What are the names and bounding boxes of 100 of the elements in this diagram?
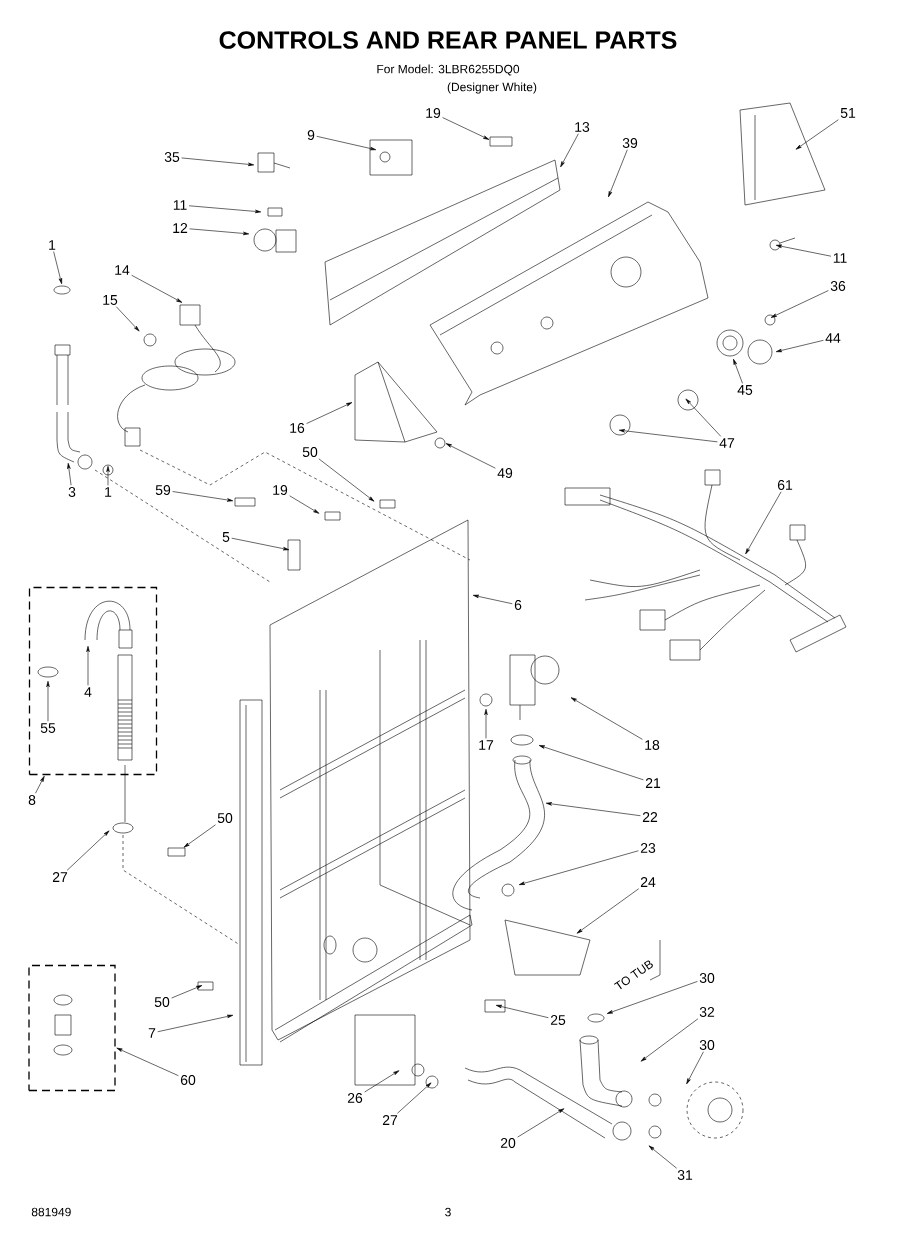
leader-line (67, 462, 72, 486)
leader-line (231, 537, 290, 551)
callout-number: 59 (155, 485, 171, 495)
callout-number: 31 (677, 1170, 693, 1180)
callout-number: 14 (115, 265, 130, 275)
callout-number: 50 (154, 997, 170, 1007)
callout-number: 51 (840, 108, 856, 118)
callout-number: 21 (645, 778, 661, 788)
dashed-group-box (28, 586, 158, 776)
callout-number: 50 (302, 447, 318, 457)
callout-number: 17 (479, 740, 494, 750)
callout-number: 47 (719, 438, 735, 448)
leader-line (397, 1082, 432, 1114)
callout-number: 61 (777, 480, 793, 490)
leader-line (46, 680, 50, 722)
callout-number: 19 (426, 108, 441, 118)
callout-number: 4 (84, 687, 92, 697)
callout-number: 9 (307, 130, 315, 140)
leader-line (648, 1145, 677, 1169)
leader-line (86, 645, 90, 686)
leader-line (775, 340, 824, 353)
callout-number: 19 (273, 485, 288, 495)
callout-number: 1 (105, 487, 112, 497)
leader-line (770, 290, 829, 318)
callout-number: 30 (699, 1040, 715, 1050)
callout-number: 8 (28, 795, 36, 805)
callout-number: 16 (290, 423, 305, 433)
leader-line (66, 830, 110, 871)
leader-line (517, 1108, 565, 1138)
leader-line (576, 888, 640, 934)
leader-line (445, 443, 496, 469)
leader-line (171, 985, 203, 999)
leader-line (472, 594, 513, 605)
callout-number: 7 (148, 1028, 156, 1038)
callout-number: 13 (575, 122, 590, 132)
callout-number: 22 (642, 812, 658, 822)
callout-number: 27 (382, 1115, 398, 1125)
model-caption: (Designer White) (447, 82, 537, 94)
leader-line (518, 850, 639, 885)
leader-line (442, 117, 490, 140)
leader-line (172, 491, 234, 502)
leader-line (115, 306, 140, 332)
callout-number: 11 (173, 200, 187, 210)
callout-number: 24 (640, 877, 656, 887)
leader-line (795, 119, 839, 150)
leader-line (183, 824, 216, 848)
leader-line (157, 1014, 234, 1033)
drawing-number: 881949 (31, 1207, 71, 1217)
callout-number: 60 (180, 1075, 196, 1085)
leader-line (685, 398, 722, 437)
callout-number: 20 (500, 1138, 516, 1148)
leader-line (188, 205, 262, 214)
callout-number: 15 (103, 295, 118, 305)
callout-number: 27 (52, 872, 68, 882)
callout-number: 35 (164, 152, 180, 162)
callout-number: 11 (833, 253, 847, 263)
dashed-group-box (28, 964, 116, 1092)
callout-number: 50 (217, 813, 233, 823)
leader-line (181, 157, 255, 167)
leader-line (189, 228, 250, 236)
leader-line (538, 745, 644, 781)
callout-number: 49 (497, 468, 513, 478)
callout-number: 44 (825, 333, 841, 343)
leader-line (131, 274, 183, 303)
callout-number: 55 (40, 723, 56, 733)
callout-number: 26 (347, 1093, 363, 1103)
callout-number: 45 (737, 385, 753, 395)
callout-number: 25 (550, 1015, 566, 1025)
callout-number: 18 (645, 740, 660, 750)
leader-line (495, 1004, 549, 1019)
leader-line (775, 244, 832, 257)
leader-line (608, 149, 628, 198)
callout-number: 3 (68, 487, 76, 497)
callout-number: 39 (622, 138, 638, 148)
leader-line (618, 429, 718, 443)
page-number: 3 (445, 1207, 451, 1217)
leader-line (733, 358, 743, 384)
callout-number: 32 (699, 1007, 715, 1017)
leader-line (570, 697, 643, 740)
leader-line (484, 708, 488, 739)
edge-note: TO TUB (613, 960, 653, 990)
model-caption: For Model: 3LBR6255DQ0 (377, 64, 520, 76)
leader-line (306, 402, 353, 424)
leader-line (116, 1047, 179, 1076)
callout-number: 5 (222, 532, 230, 542)
leader-line (364, 1070, 400, 1093)
callout-number: 12 (173, 223, 188, 233)
title: CONTROLS AND REAR PANEL PARTS (219, 31, 677, 49)
callout-number: 23 (640, 843, 656, 853)
leader-line (289, 495, 320, 514)
leader-line (606, 981, 698, 1014)
leader-line (53, 251, 62, 285)
leader-line (545, 802, 641, 817)
leader-line (316, 136, 377, 151)
callout-number: 30 (699, 973, 715, 983)
leader-line (560, 133, 579, 168)
callout-number: 1 (49, 240, 56, 250)
leader-line (106, 465, 110, 486)
callout-number: 6 (514, 600, 522, 610)
callout-number: 36 (830, 281, 846, 291)
